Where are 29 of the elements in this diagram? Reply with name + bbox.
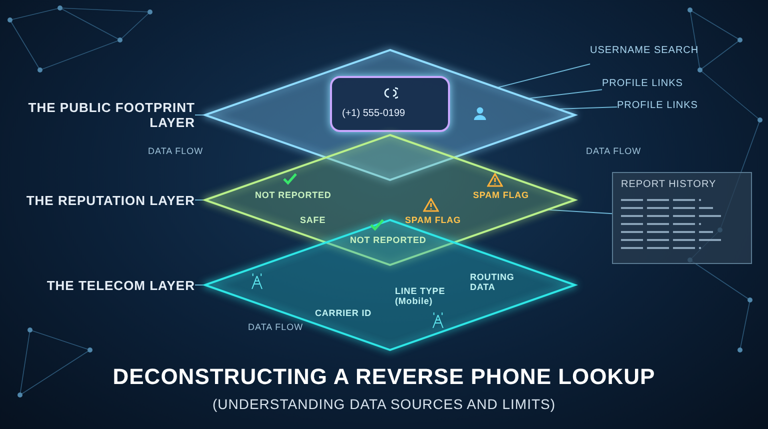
leader-line <box>558 106 618 110</box>
warning-label: SPAM FLAG <box>405 215 461 226</box>
flow-label: DATA FLOW <box>148 146 204 156</box>
layer-title: THE TELECOM LAYER <box>46 278 195 292</box>
flow-label: DATA FLOW <box>586 146 642 156</box>
phone-number: (+1) 555-0199 <box>342 108 406 120</box>
status-label: NOT REPORTED <box>350 235 426 246</box>
callout-label: USERNAME SEARCH <box>590 44 699 56</box>
data-label: ROUTING DATA <box>470 272 516 293</box>
leader-line <box>527 89 602 99</box>
status-label: NOT REPORTED <box>255 190 332 200</box>
data-label: LINE TYPE (Mobile) <box>395 286 446 307</box>
leader-line <box>496 64 591 88</box>
panel-heading: REPORT HISTORY <box>621 179 716 190</box>
caption: (UNDERSTANDING DATA SOURCES AND LIMITS) <box>211 396 557 412</box>
leader-line <box>194 284 206 286</box>
data-label: CARRIER ID <box>315 308 373 318</box>
callout-label: PROFILE LINKS <box>602 78 683 88</box>
leader-line <box>546 209 612 214</box>
layer-title: THE PUBLIC FOOTPRINT LAYER <box>27 100 195 130</box>
callout-label: PROFILE LINKS <box>617 100 698 110</box>
flow-label: DATA FLOW <box>248 322 304 332</box>
phone-screen <box>330 76 450 132</box>
status-label: SAFE <box>300 215 326 226</box>
title: DECONSTRUCTING A REVERSE PHONE LOOKUP <box>112 364 656 390</box>
leader-line <box>194 114 206 116</box>
warning-label: SPAM FLAG <box>473 190 529 200</box>
layer-title: THE REPUTATION LAYER <box>26 192 195 208</box>
report-panel <box>612 172 752 264</box>
